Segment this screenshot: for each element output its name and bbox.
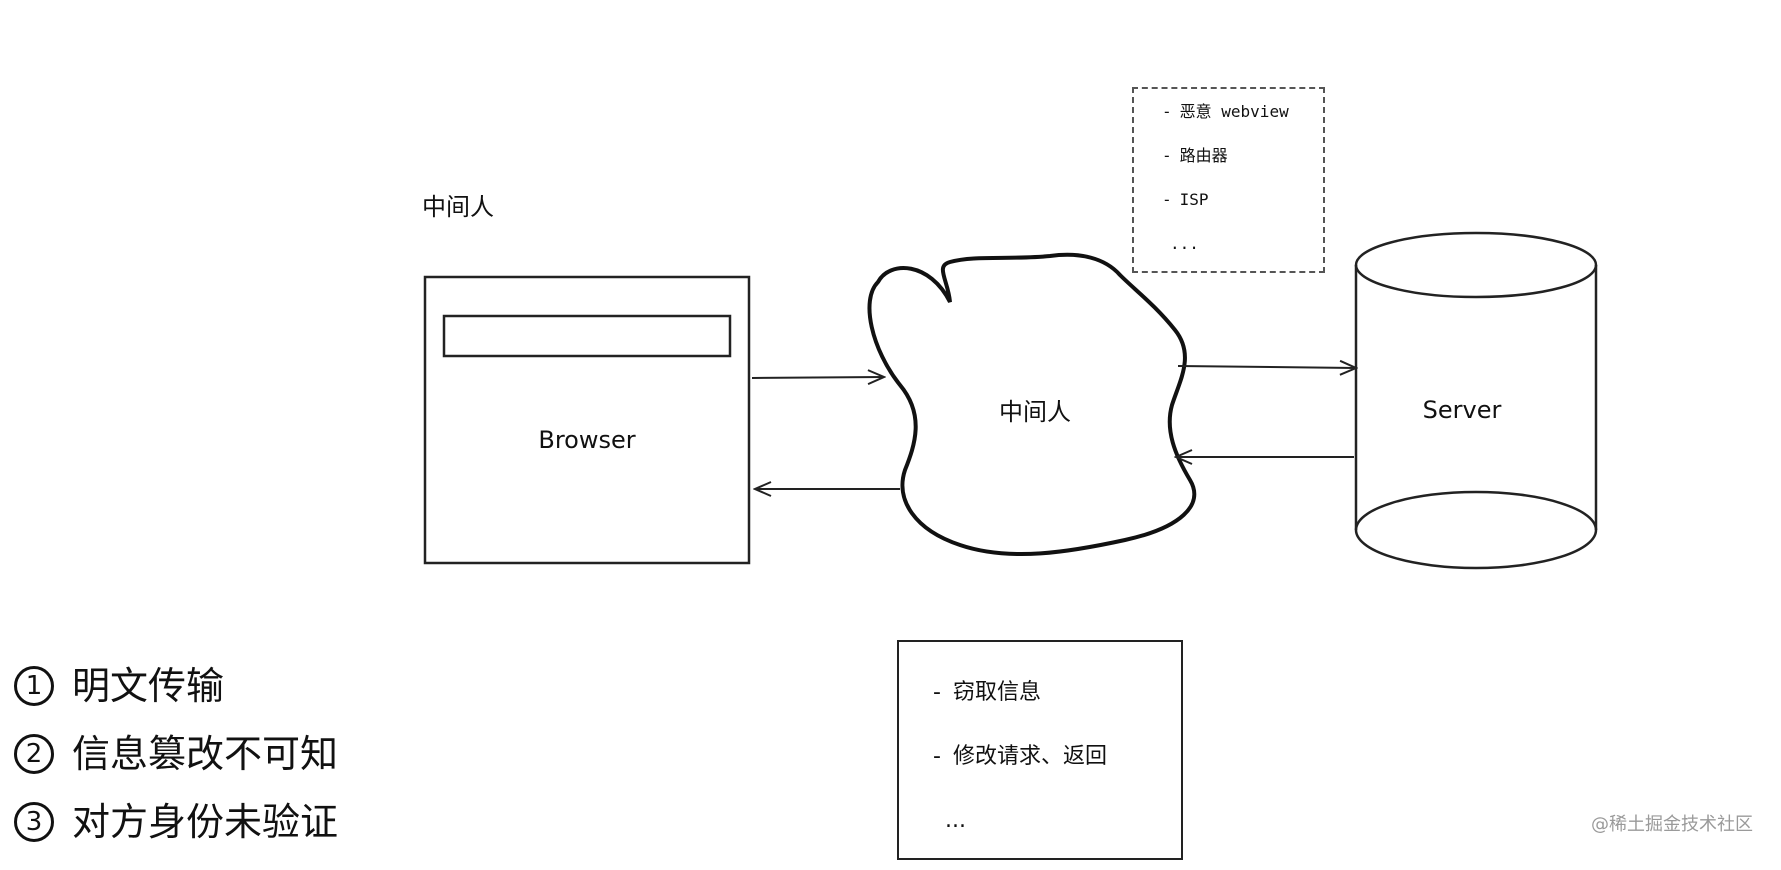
arrow-mitm-to-server — [1177, 366, 1356, 368]
server-label: Server — [1423, 396, 1502, 424]
watermark: @稀土掘金技术社区 — [1591, 814, 1753, 835]
server-bottom — [1354, 490, 1598, 570]
browser-node: Browser — [423, 275, 751, 565]
diagram-title: 中间人 — [422, 193, 494, 221]
server-top — [1354, 231, 1598, 299]
mitm-actor-item: -ISP — [1162, 190, 1209, 209]
http-problems-list: 1 明文传输 2 信息篡改不可知 3 对方身份未验证 — [14, 652, 338, 856]
http-problem-item: 2 信息篡改不可知 — [14, 720, 338, 788]
cloud-label: 中间人 — [999, 398, 1071, 426]
mitm-threat-item: -修改请求、返回 — [933, 744, 1107, 769]
problem-text: 信息篡改不可知 — [72, 732, 339, 776]
mitm-actor-item: -恶意 webview — [1162, 102, 1289, 121]
circled-number: 2 — [14, 734, 54, 774]
server-node: Server — [1354, 231, 1598, 570]
mitm-threat-item: ... — [945, 808, 966, 833]
browser-label: Browser — [538, 426, 635, 454]
mitm-threats-box: -窃取信息 -修改请求、返回 ... — [897, 640, 1183, 860]
problem-text: 明文传输 — [72, 664, 225, 708]
http-problem-item: 1 明文传输 — [14, 652, 338, 720]
browser-address-bar — [442, 314, 732, 358]
mitm-threat-item: -窃取信息 — [933, 680, 1041, 705]
problem-text: 对方身份未验证 — [72, 800, 339, 844]
circled-number: 3 — [14, 802, 54, 842]
browser-window — [423, 275, 751, 565]
mitm-actor-item: ... — [1170, 234, 1199, 253]
http-problem-item: 3 对方身份未验证 — [14, 788, 338, 856]
mitm-actors-box: -恶意 webview -路由器 -ISP ... — [1132, 87, 1325, 273]
arrow-browser-to-mitm — [751, 377, 884, 378]
mitm-diagram: Browser 中间人 Server — [423, 231, 1598, 570]
circled-number: 1 — [14, 666, 54, 706]
cloud-shape — [867, 252, 1197, 557]
cloud-node: 中间人 — [867, 252, 1197, 557]
mitm-actor-item: -路由器 — [1162, 146, 1228, 165]
